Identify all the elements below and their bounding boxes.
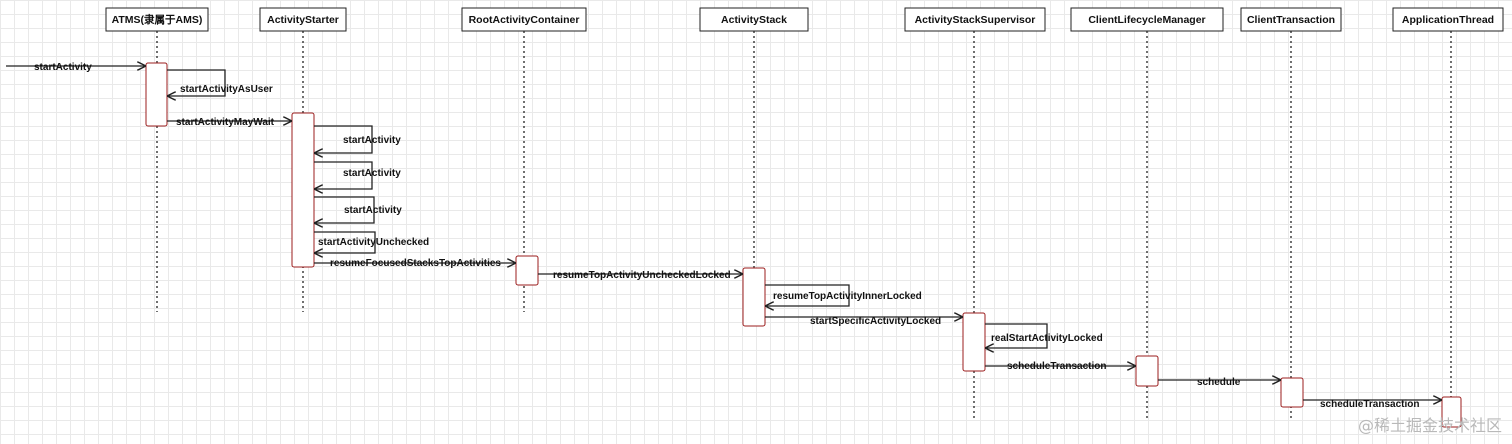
lifelines xyxy=(156,31,1452,418)
message-schedule: schedule xyxy=(1158,377,1280,388)
participant-label: ClientLifecycleManager xyxy=(1088,14,1205,26)
message-startActivity-self-3: startActivity xyxy=(314,196,402,223)
activation-ct xyxy=(1280,377,1304,408)
message-label: startSpecificActivityLocked xyxy=(810,316,941,327)
participant-label: ActivityStarter xyxy=(267,14,339,26)
message-label: resumeFocusedStacksTopActivities xyxy=(330,258,501,269)
message-resumeFocusedStacksTopActivities: resumeFocusedStacksTopActivities xyxy=(314,258,515,269)
participant-clm[interactable]: ClientLifecycleManager xyxy=(1070,7,1224,32)
activation-app xyxy=(1441,396,1462,428)
message-label: startActivityUnchecked xyxy=(318,237,429,248)
message-resumeTopActivityInnerLocked: resumeTopActivityInnerLocked xyxy=(765,284,922,306)
activation-atms xyxy=(145,62,168,127)
participant-rac[interactable]: RootActivityContainer xyxy=(461,7,587,32)
message-label: startActivity xyxy=(343,168,401,179)
participant-label: RootActivityContainer xyxy=(469,14,580,26)
activations xyxy=(145,62,1462,428)
message-label: schedule xyxy=(1197,377,1241,388)
participant-label: ActivityStackSupervisor xyxy=(915,14,1036,26)
message-label: resumeTopActivityInnerLocked xyxy=(773,291,922,302)
message-scheduleTransaction-2: scheduleTransaction xyxy=(1303,399,1441,410)
message-resumeTopActivityUncheckedLocked: resumeTopActivityUncheckedLocked xyxy=(538,270,742,281)
message-label: realStartActivityLocked xyxy=(991,333,1103,344)
activation-stack xyxy=(742,267,766,327)
message-startSpecificActivityLocked: startSpecificActivityLocked xyxy=(765,316,962,327)
message-label: startActivity xyxy=(34,62,92,73)
activation-rac xyxy=(515,255,539,286)
participant-starter[interactable]: ActivityStarter xyxy=(259,7,347,32)
message-label: startActivityMayWait xyxy=(176,117,275,128)
message-label: scheduleTransaction xyxy=(1320,399,1419,410)
message-startActivity: startActivity xyxy=(6,62,145,73)
participant-label: ApplicationThread xyxy=(1402,14,1494,26)
participant-label: ActivityStack xyxy=(721,14,787,26)
message-label: startActivity xyxy=(343,135,401,146)
message-startActivityUnchecked: startActivityUnchecked xyxy=(314,231,429,253)
participant-label: ClientTransaction xyxy=(1247,14,1335,26)
messages: startActivity startActivityAsUser startA… xyxy=(6,62,1441,410)
message-startActivityAsUser: startActivityAsUser xyxy=(167,69,273,96)
message-scheduleTransaction: scheduleTransaction xyxy=(985,361,1135,372)
activation-starter xyxy=(291,112,315,268)
activation-clm xyxy=(1135,355,1159,387)
message-startActivity-self-1: startActivity xyxy=(314,125,401,153)
participant-stack[interactable]: ActivityStack xyxy=(699,7,809,32)
message-startActivityMayWait: startActivityMayWait xyxy=(167,117,291,128)
watermark: @稀土掘金技术社区 xyxy=(1357,416,1502,435)
message-startActivity-self-2: startActivity xyxy=(314,161,401,189)
participant-atms[interactable]: ATMS(隶属于AMS) xyxy=(105,7,209,32)
message-label: startActivity xyxy=(344,205,402,216)
participant-label: ATMS(隶属于AMS) xyxy=(112,13,203,26)
message-label: scheduleTransaction xyxy=(1007,361,1106,372)
activation-supervisor xyxy=(962,312,986,372)
participant-app[interactable]: ApplicationThread xyxy=(1392,7,1504,32)
participant-ct[interactable]: ClientTransaction xyxy=(1240,7,1342,32)
message-label: resumeTopActivityUncheckedLocked xyxy=(553,270,731,281)
participant-supervisor[interactable]: ActivityStackSupervisor xyxy=(904,7,1046,32)
message-label: startActivityAsUser xyxy=(180,84,273,95)
message-realStartActivityLocked: realStartActivityLocked xyxy=(985,323,1103,348)
